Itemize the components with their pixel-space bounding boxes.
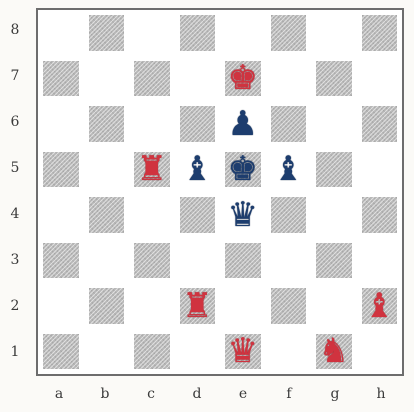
blue-bishop-piece[interactable]: ♝ — [182, 152, 212, 186]
red-bishop-piece[interactable]: ♝ — [364, 289, 394, 323]
square-f6[interactable] — [266, 101, 312, 147]
file-label-c: c — [128, 386, 174, 402]
square-d8[interactable] — [175, 10, 221, 56]
square-c4[interactable] — [129, 192, 175, 238]
square-f3[interactable] — [266, 238, 312, 284]
rank-label-1: 1 — [0, 344, 30, 360]
rank-label-6: 6 — [0, 114, 30, 130]
file-label-e: e — [220, 386, 266, 402]
square-g4[interactable] — [311, 192, 357, 238]
square-a4[interactable] — [38, 192, 84, 238]
square-b6[interactable] — [84, 101, 130, 147]
square-g8[interactable] — [311, 10, 357, 56]
red-rook-piece[interactable]: ♜ — [182, 289, 212, 323]
red-queen-piece[interactable]: ♛ — [228, 334, 258, 368]
file-label-d: d — [174, 386, 220, 402]
file-label-f: f — [266, 386, 312, 402]
square-c2[interactable] — [129, 283, 175, 329]
square-f4[interactable] — [266, 192, 312, 238]
square-e2[interactable] — [220, 283, 266, 329]
square-c6[interactable] — [129, 101, 175, 147]
square-g7[interactable] — [311, 56, 357, 102]
square-g5[interactable] — [311, 147, 357, 193]
rank-label-4: 4 — [0, 206, 30, 222]
square-d6[interactable] — [175, 101, 221, 147]
square-e1[interactable]: ♛ — [220, 329, 266, 375]
red-king-piece[interactable]: ♚ — [228, 61, 258, 95]
square-f8[interactable] — [266, 10, 312, 56]
square-h1[interactable] — [357, 329, 403, 375]
square-f1[interactable] — [266, 329, 312, 375]
square-c5[interactable]: ♜ — [129, 147, 175, 193]
square-d3[interactable] — [175, 238, 221, 284]
square-d2[interactable]: ♜ — [175, 283, 221, 329]
square-h6[interactable] — [357, 101, 403, 147]
square-b2[interactable] — [84, 283, 130, 329]
square-d7[interactable] — [175, 56, 221, 102]
square-c3[interactable] — [129, 238, 175, 284]
square-d5[interactable]: ♝ — [175, 147, 221, 193]
square-a2[interactable] — [38, 283, 84, 329]
square-b4[interactable] — [84, 192, 130, 238]
square-h3[interactable] — [357, 238, 403, 284]
square-b3[interactable] — [84, 238, 130, 284]
square-g3[interactable] — [311, 238, 357, 284]
square-d4[interactable] — [175, 192, 221, 238]
chess-board: ♚ ♟ ♜ ♝ ♚ ♝ ♛ ♜ ♝ ♛ ♞ — [36, 8, 404, 376]
square-d1[interactable] — [175, 329, 221, 375]
square-h8[interactable] — [357, 10, 403, 56]
rank-label-5: 5 — [0, 160, 30, 176]
square-e4[interactable]: ♛ — [220, 192, 266, 238]
square-a7[interactable] — [38, 56, 84, 102]
blue-pawn-piece[interactable]: ♟ — [228, 107, 258, 141]
square-f2[interactable] — [266, 283, 312, 329]
square-e6[interactable]: ♟ — [220, 101, 266, 147]
square-g1[interactable]: ♞ — [311, 329, 357, 375]
square-e7[interactable]: ♚ — [220, 56, 266, 102]
square-h2[interactable]: ♝ — [357, 283, 403, 329]
rank-label-3: 3 — [0, 252, 30, 268]
file-label-a: a — [36, 386, 82, 402]
square-a1[interactable] — [38, 329, 84, 375]
file-label-b: b — [82, 386, 128, 402]
square-e8[interactable] — [220, 10, 266, 56]
square-a3[interactable] — [38, 238, 84, 284]
square-g6[interactable] — [311, 101, 357, 147]
square-e5[interactable]: ♚ — [220, 147, 266, 193]
square-f7[interactable] — [266, 56, 312, 102]
square-a8[interactable] — [38, 10, 84, 56]
square-a5[interactable] — [38, 147, 84, 193]
file-label-h: h — [358, 386, 404, 402]
square-h7[interactable] — [357, 56, 403, 102]
square-a6[interactable] — [38, 101, 84, 147]
rank-label-8: 8 — [0, 22, 30, 38]
square-g2[interactable] — [311, 283, 357, 329]
square-b8[interactable] — [84, 10, 130, 56]
square-e3[interactable] — [220, 238, 266, 284]
square-b5[interactable] — [84, 147, 130, 193]
square-c7[interactable] — [129, 56, 175, 102]
blue-bishop-piece[interactable]: ♝ — [273, 152, 303, 186]
file-label-g: g — [312, 386, 358, 402]
square-c1[interactable] — [129, 329, 175, 375]
square-f5[interactable]: ♝ — [266, 147, 312, 193]
rank-label-2: 2 — [0, 298, 30, 314]
square-b1[interactable] — [84, 329, 130, 375]
square-b7[interactable] — [84, 56, 130, 102]
square-c8[interactable] — [129, 10, 175, 56]
red-knight-piece[interactable]: ♞ — [319, 334, 349, 368]
blue-king-piece[interactable]: ♚ — [228, 152, 258, 186]
rank-label-7: 7 — [0, 68, 30, 84]
square-h4[interactable] — [357, 192, 403, 238]
red-rook-piece[interactable]: ♜ — [137, 152, 167, 186]
square-h5[interactable] — [357, 147, 403, 193]
blue-queen-piece[interactable]: ♛ — [228, 198, 258, 232]
